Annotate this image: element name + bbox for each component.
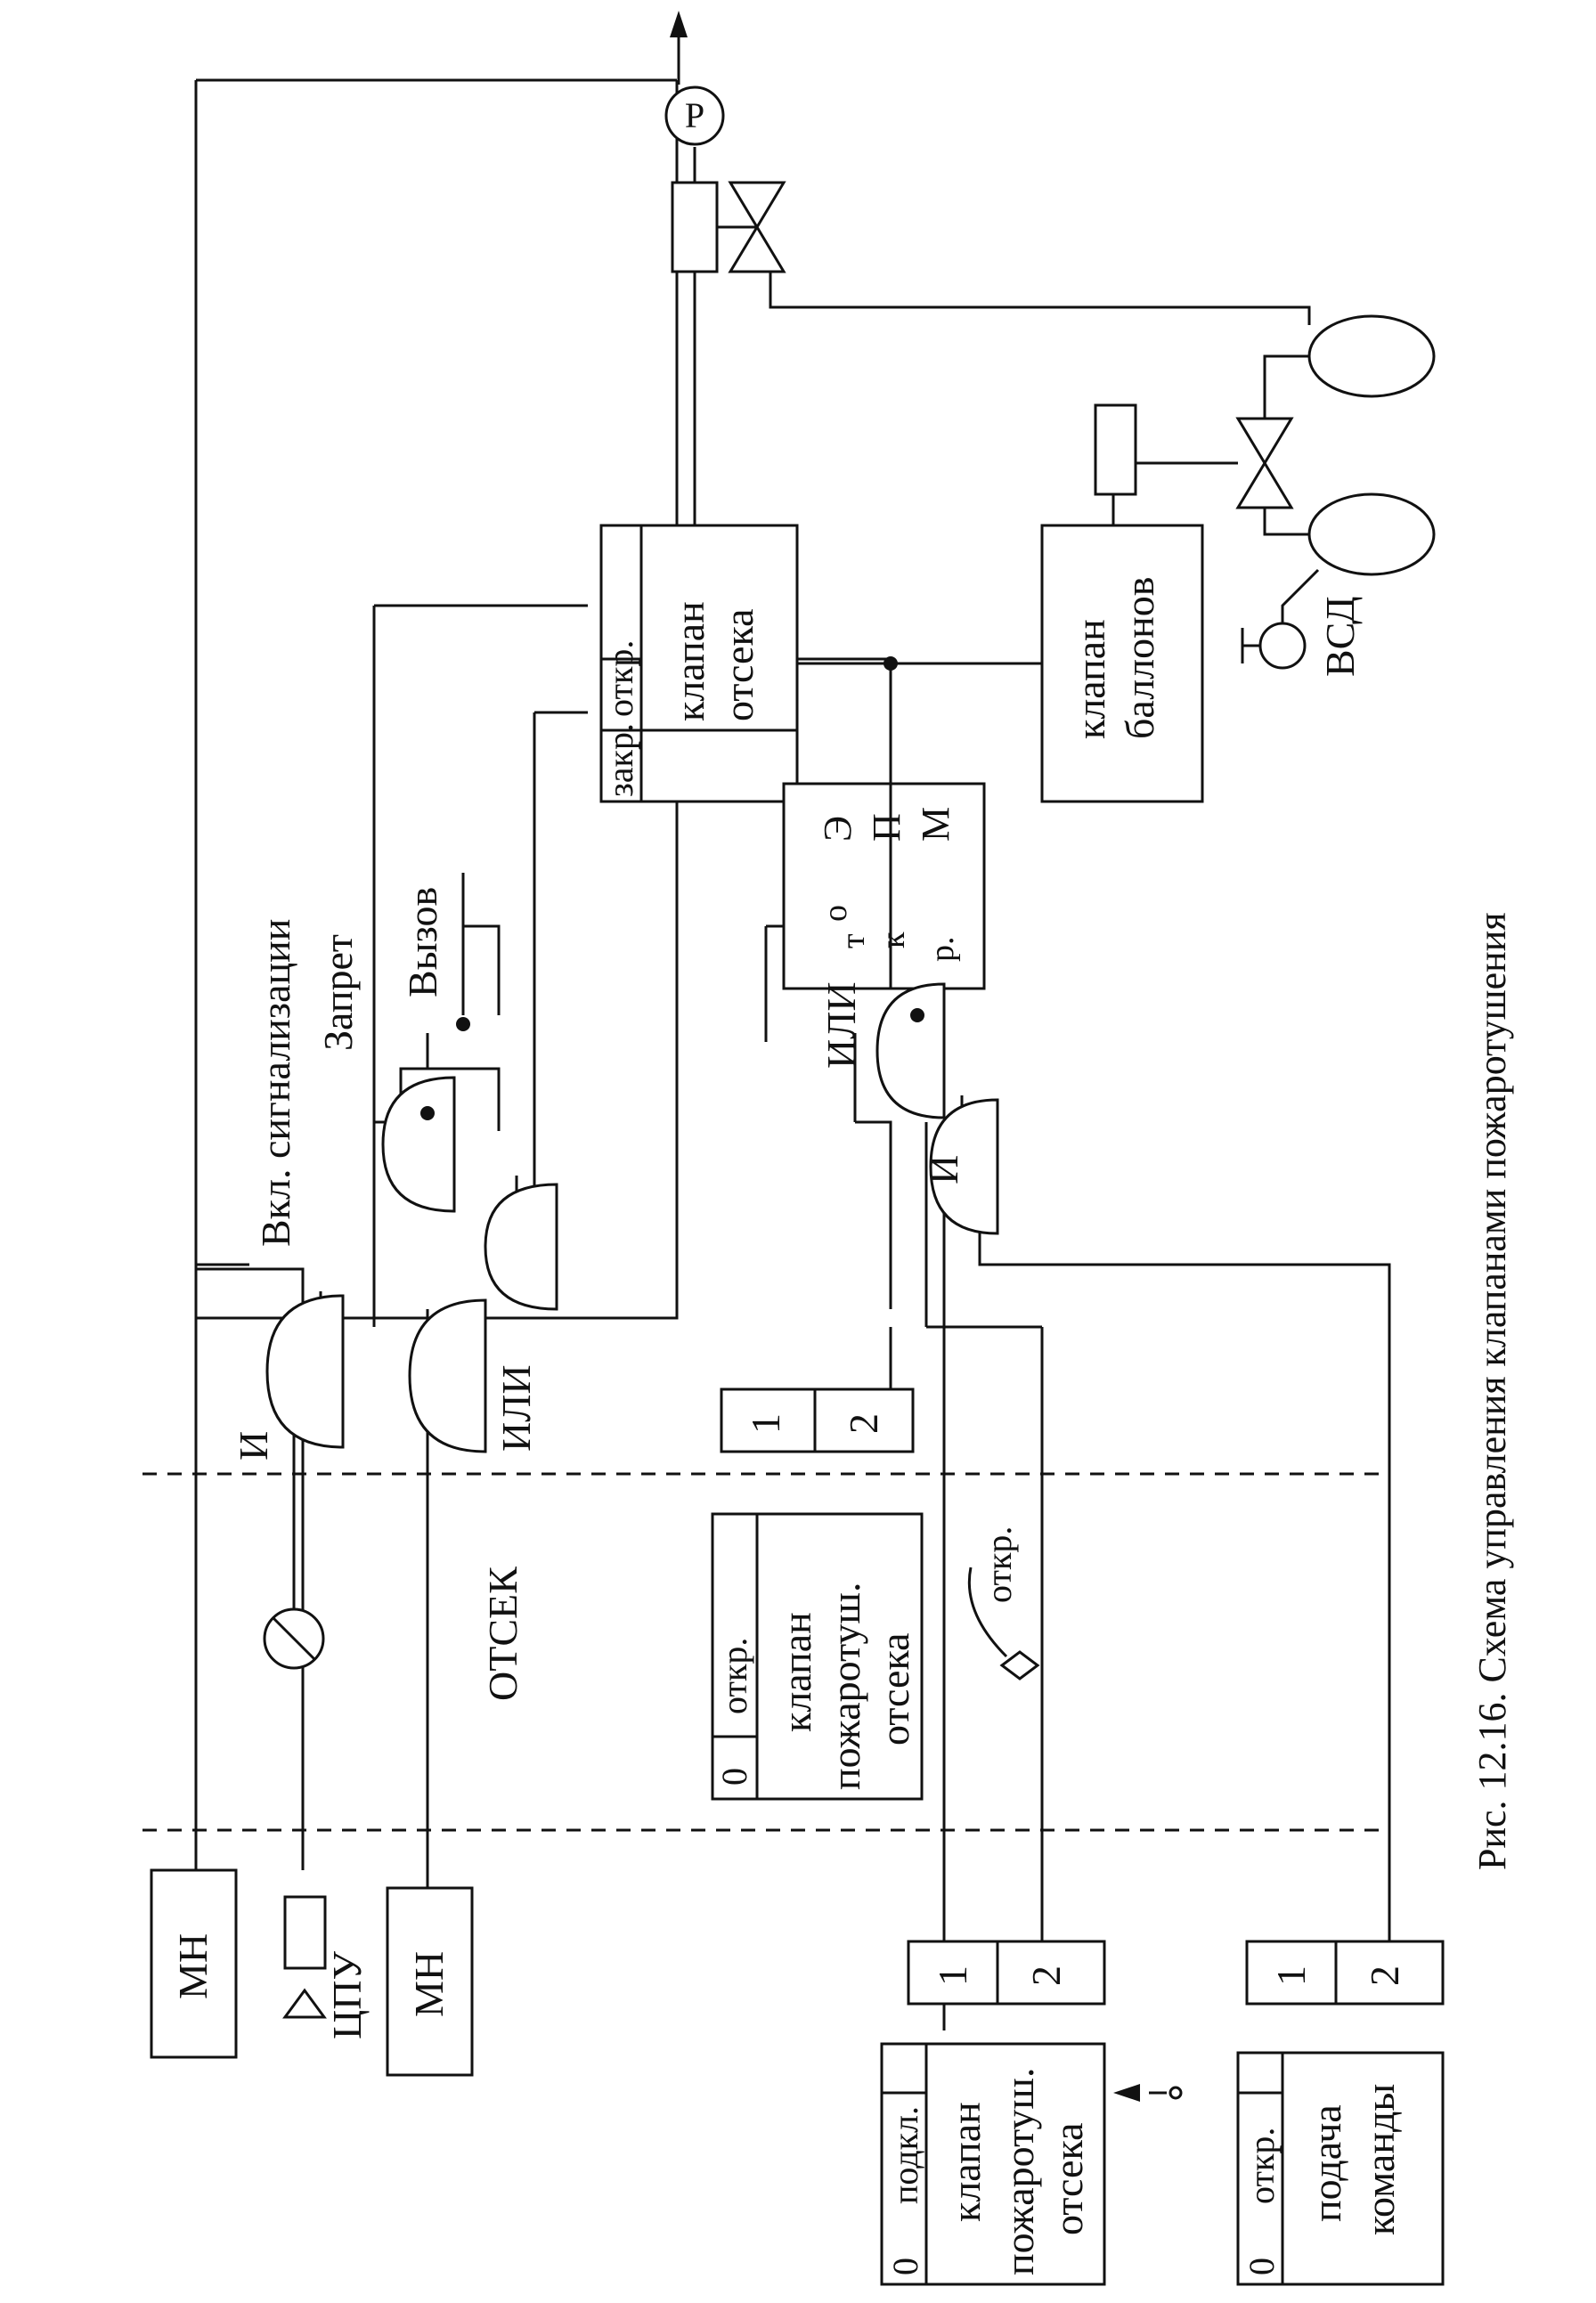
fire-valve-outside-connect: подкл. [885,2106,925,2204]
vsd-sensor: ВСД [1241,568,1363,677]
signal-alarm-on: Вкл. сигнализации [253,919,298,1247]
switch-upper-two: 2 [841,1413,886,1434]
switch-lower-right-one: 1 [1268,1965,1314,1986]
switch-upper-one: 1 [743,1413,788,1434]
switch-lower-left-two: 2 [1023,1965,1069,1986]
fire-valve-outside-block: 0 подкл. клапан пожаротуш. отсека [880,2042,1106,2286]
switch-open-label: откр. [979,1526,1019,1603]
gate-or-epm-label: ИЛИ [818,981,864,1069]
gate-or-left: ИЛИ [408,1298,539,1453]
lamp-cross [272,1616,316,1661]
valve-cylinders-icon [1235,417,1294,509]
epm-right-3: М [914,807,957,842]
valve-top-icon [728,181,786,273]
output-arrow [670,11,688,85]
valve-compartment-close: закр. [600,723,640,797]
fire-valve-outside-zero: 0 [885,2258,925,2275]
signal-labels: Вкл. сигнализации Запрет Вызов [253,887,445,1247]
command-line1: подача [1304,2104,1349,2222]
gate-and-prohibit [381,1076,456,1213]
valve-compartment-line1: клапан [667,601,712,721]
gate-and-call [456,1017,558,1311]
switch-lower-left: 1 2 [907,1940,1106,2006]
gas-cylinders [1094,314,1436,576]
fire-valve-inside-line3: отсека [872,1632,917,1746]
gate-and-alarm: И [231,1294,345,1461]
switch-lower-left-one: 1 [930,1965,975,1986]
switch-handle-icon [999,1650,1040,1680]
gate-and-lower: И [921,1098,999,1235]
gate-or-epm: ИЛИ [818,981,946,1119]
cylinder-lower [1307,492,1436,576]
epm-left-1: о [817,905,854,922]
fire-valve-inside-block: 0 откр. клапан пожаротуш. отсека [711,1512,924,1801]
valve-link [797,656,1042,784]
valve-compartment-open: откр. [600,640,640,717]
fire-valve-outside-line1: клапан [943,2102,989,2222]
mn-top-block: МН [150,1868,238,2059]
pointer-arrow [1113,2084,1183,2102]
fire-valve-outside-line2: пожаротуш. [997,2068,1042,2275]
vsd-label: ВСД [1317,597,1363,677]
epm-left-3: к [875,932,912,948]
epm-block: о т к р. Э П М [782,782,986,990]
top-valve-assembly [671,147,1311,525]
gate-or-left-label: ИЛИ [493,1364,539,1452]
pressure-sensor-label: Р [685,95,704,135]
cpu-horn-icon [282,1988,327,2019]
gate-and-lower-label: И [921,1155,966,1184]
fire-valve-inside-line2: пожаротуш. [823,1583,868,1790]
compartment-boundary: ОТСЕК [142,1472,1389,1832]
arrow-up-icon [670,11,688,37]
solenoid-cylinders [1094,403,1137,496]
figure-caption: Рис. 12.16. Схема управления клапанами п… [1470,912,1514,1870]
fire-valve-inside-line1: клапан [774,1612,819,1732]
switch-lower-right: 1 2 [1245,1940,1445,2006]
mn-bottom-label: МН [406,1951,452,2017]
valve-cylinders-line2: баллонов [1117,577,1162,739]
epm-left-2: т [835,933,872,948]
gate-and-alarm-label: И [231,1431,276,1461]
epm-left-4: р. [924,937,961,963]
signal-prohibit: Запрет [315,934,361,1051]
cylinder-upper [1307,314,1436,398]
fire-valve-inside-open: откр. [714,1638,754,1714]
pressure-sensor-icon [664,85,725,146]
command-open: откр. [1242,2128,1282,2204]
signal-call: Вызов [400,887,445,997]
mn-bottom-block: МН [386,1886,474,2077]
command-line2: команды [1357,2084,1403,2235]
cpu-block: ЦПУ [282,1895,370,2039]
alarm-lamp [263,1461,325,1670]
epm-right-2: П [865,813,908,842]
valve-cylinders-line1: клапан [1068,619,1113,739]
manual-switch: откр. [967,1526,1040,1680]
cpu-label: ЦПУ [324,1951,370,2039]
valve-cylinders-block: клапан баллонов [1040,524,1204,803]
command-block: 0 откр. подача команды [1236,2051,1445,2286]
compartment-label: ОТСЕК [480,1567,525,1701]
fire-valve-outside-line3: отсека [1046,2122,1091,2235]
switch-upper: 1 2 [720,1336,915,1453]
command-zero: 0 [1242,2258,1282,2275]
solenoid-top [671,181,719,273]
valve-compartment-line2: отсека [716,608,761,721]
fire-valve-inside-zero: 0 [714,1768,754,1786]
mn-top-label: МН [170,1933,216,1999]
vsd-icon [1258,622,1307,670]
epm-right-1: Э [816,816,859,842]
valve-compartment-block: закр. откр. клапан отсека [599,524,799,803]
arrow-left-icon [1113,2084,1140,2102]
switch-lower-right-two: 2 [1362,1965,1407,1986]
pressure-sensor: Р [664,85,725,146]
